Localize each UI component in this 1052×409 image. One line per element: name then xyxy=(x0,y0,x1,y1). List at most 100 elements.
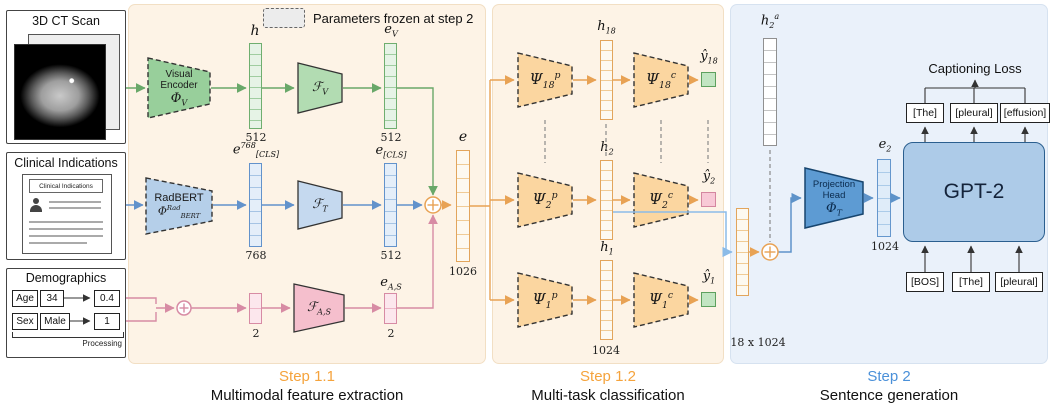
ev-vector-label: eV xyxy=(384,22,398,39)
visual-projection-f: ℱV xyxy=(297,62,343,114)
ecls-vector-dim: 512 xyxy=(380,249,402,262)
h2a-stack-label: h2a xyxy=(760,12,780,30)
output-token: [effusion] xyxy=(1000,103,1050,123)
y1-label: ŷ1 xyxy=(702,269,716,286)
frozen-legend-swatch xyxy=(263,8,305,28)
task-classifier-2: Ψ2c xyxy=(633,172,689,228)
text-projection-symbol: ℱT xyxy=(312,196,328,214)
ecls768-vector xyxy=(249,163,262,247)
output-token: [pleural] xyxy=(950,103,998,123)
e2-vector-dim: 1024 xyxy=(871,240,899,253)
doc-text-line xyxy=(29,235,103,237)
text-projection-f: ℱT xyxy=(297,180,343,230)
step-1-2-caption: Step 1.2 xyxy=(580,368,636,385)
e2-vector xyxy=(877,159,891,237)
h-vector-dim: 512 xyxy=(245,131,267,144)
doc-text-line xyxy=(29,228,103,230)
radbert-encoder: RadBERT ΦRadBERT xyxy=(145,177,213,235)
doc-text-line xyxy=(29,242,87,244)
doc-text-line xyxy=(29,221,103,223)
step-1-1-caption: Step 1.1 xyxy=(279,368,335,385)
task-projector-symbol: Ψ1p xyxy=(532,289,558,311)
age-label-box: Age xyxy=(12,290,38,307)
input-token: [BOS] xyxy=(906,272,944,292)
e-vector-label: e xyxy=(458,129,468,145)
eas-vector-dim: 2 xyxy=(387,327,395,340)
trapezoid-shape xyxy=(517,172,573,228)
sex-encoded-box: 1 xyxy=(94,313,120,330)
ev-vector-dim: 512 xyxy=(380,131,402,144)
step-1-1-subcaption: Multimodal feature extraction xyxy=(210,387,404,404)
demographics-title: Demographics xyxy=(25,271,107,285)
ecls768-vector-dim: 768 xyxy=(245,249,267,262)
step-1-2-subcaption: Multi-task classification xyxy=(531,387,685,404)
step-2-subcaption: Sentence generation xyxy=(819,387,959,404)
trapezoid-shape xyxy=(633,272,689,328)
visual-encoder-label: Visual xyxy=(165,68,193,80)
visual-encoder-symbol: ΦV xyxy=(170,90,188,108)
input-token: [pleural] xyxy=(995,272,1043,292)
task-classifier-1: Ψ1c xyxy=(633,272,689,328)
radbert-label: RadBERT xyxy=(154,192,204,205)
age-value-box: 34 xyxy=(40,290,64,307)
task-projector-symbol: Ψ2p xyxy=(532,189,558,211)
e-vector xyxy=(456,150,470,262)
radbert-symbol: ΦRadBERT xyxy=(157,204,201,220)
sex-label-box: Sex xyxy=(12,313,38,330)
clinical-indications-title: Clinical Indications xyxy=(14,156,118,170)
trapezoid-shape xyxy=(145,177,213,235)
eas-vector xyxy=(384,293,397,324)
h18-vector xyxy=(600,40,613,120)
e-vector-dim: 1026 xyxy=(449,265,477,278)
trapezoid-shape xyxy=(633,52,689,108)
h-vector xyxy=(249,43,262,129)
ecls768-vector-label: e768[CLS] xyxy=(232,141,280,159)
clinical-document-title: Clinical Indications xyxy=(29,179,103,193)
ecls-vector-label: e[CLS] xyxy=(375,143,407,160)
y18-output xyxy=(701,72,716,87)
trapezoid-shape xyxy=(804,167,864,229)
h1-vector-label: h1 xyxy=(600,240,614,257)
ct-scan-title: 3D CT Scan xyxy=(32,14,100,28)
h2-vector-label: h2 xyxy=(600,140,614,157)
visual-encoder-label: Encoder xyxy=(160,79,198,91)
trapezoid-shape xyxy=(517,52,573,108)
task-projector-2: Ψ2p xyxy=(517,172,573,228)
processing-bracket xyxy=(12,332,124,338)
age-normalized-box: 0.4 xyxy=(94,290,120,307)
y1-output xyxy=(701,292,716,307)
output-token: [The] xyxy=(906,103,944,123)
eas-vector-label: eA,S xyxy=(380,275,402,292)
doc-text-line xyxy=(49,201,101,203)
trapezoid-shape xyxy=(293,283,345,333)
ev-vector xyxy=(384,43,397,129)
e2-vector-label: e2 xyxy=(878,137,892,154)
captioning-loss-label: Captioning Loss xyxy=(928,61,1022,76)
h2a-stack-vector xyxy=(763,38,777,146)
sex-value-box: Male xyxy=(40,313,70,330)
projection-head-label: Head xyxy=(822,189,846,201)
processing-label: Processing xyxy=(82,339,122,348)
h1-vector xyxy=(600,260,613,340)
demographics-vector xyxy=(249,293,262,324)
y2-label: ŷ2 xyxy=(702,169,716,186)
visual-projection-symbol: ℱV xyxy=(311,79,329,97)
step-2-caption: Step 2 xyxy=(867,368,911,385)
demographics-vector-dim: 2 xyxy=(252,327,260,340)
h18-vector-label: h18 xyxy=(597,19,616,36)
h-vector-label: h xyxy=(250,23,260,39)
clinical-document: Clinical Indications xyxy=(22,174,112,254)
gpt2-model: GPT-2 xyxy=(903,142,1045,242)
projection-head: Projection Head ΦT xyxy=(804,167,864,229)
y2-output xyxy=(701,192,716,207)
demographics-projection-symbol: ℱA,S xyxy=(306,299,332,317)
trapezoid-shape xyxy=(297,62,343,114)
task-classifier-symbol: Ψ2c xyxy=(648,189,674,211)
task-projector-symbol: Ψ18p xyxy=(529,69,561,91)
task-projector-18: Ψ18p xyxy=(517,52,573,108)
trapezoid-shape xyxy=(517,272,573,328)
h2-vector xyxy=(600,160,613,240)
frozen-legend-label: Parameters frozen at step 2 xyxy=(313,11,474,26)
trapezoid-shape xyxy=(297,180,343,230)
